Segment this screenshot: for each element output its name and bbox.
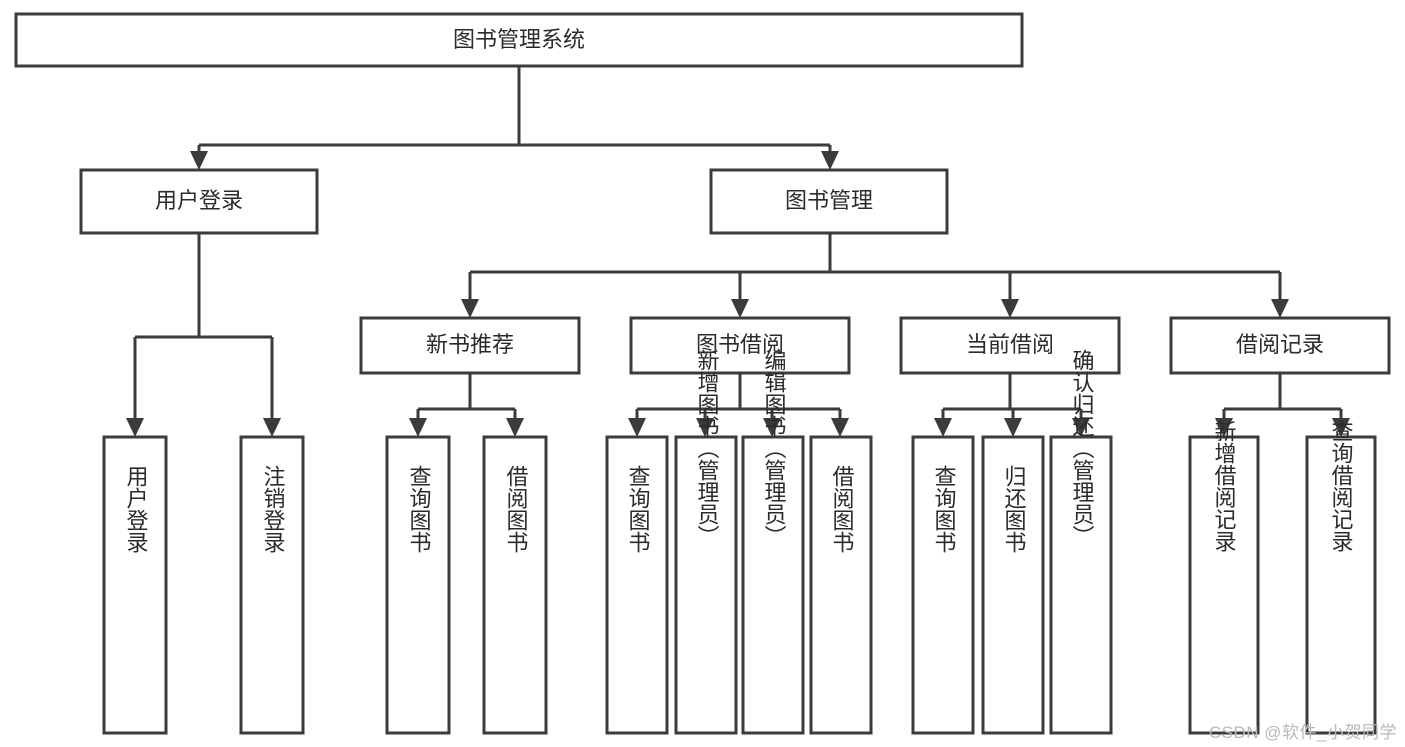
node-leaf-query-book-2[interactable]: 查询图书 [605,435,669,735]
node-leaf-query-book-1[interactable]: 查询图书 [385,435,451,735]
arrow-head-leaf-user-login [126,418,144,437]
node-borrow-record-box[interactable] [1169,316,1391,375]
node-leaf-user-login[interactable]: 用户登录 [102,435,168,735]
node-borrow-record[interactable]: 借阅记录 [1169,316,1391,375]
node-leaf-confirm-return-label: 确认归还（管理员） [1070,349,1095,547]
node-leaf-edit-book[interactable]: 编辑图书（管理员） [741,349,805,735]
node-new-book-recommend-label: 新书推荐 [426,332,514,357]
node-leaf-add-book-label: 新增图书（管理员） [695,349,720,547]
node-leaf-query-book-2-label: 查询图书 [626,465,651,553]
arrow-head-leaf-query-book-1 [409,418,427,437]
arrow-head-leaf-borrow-book-2 [831,418,849,437]
node-new-book-recommend-box[interactable] [359,316,581,375]
node-leaf-edit-book-label: 编辑图书（管理员） [762,349,787,547]
node-leaf-return-book[interactable]: 归还图书 [981,435,1045,735]
node-user-login[interactable]: 用户登录 [79,168,319,235]
arrow-head-leaf-borrow-book-1 [506,418,524,437]
node-leaf-query-borrow-record-box[interactable] [1305,435,1377,735]
node-leaf-query-book-2-box[interactable] [605,435,669,735]
arrow-head-user-login [190,151,208,170]
csdn-watermark: CSDN @软件_小贺同学 [1208,723,1397,742]
node-root-box[interactable] [14,12,1024,68]
node-leaf-confirm-return-box[interactable] [1049,435,1113,735]
node-leaf-query-borrow-record[interactable]: 查询借阅记录 [1305,420,1377,735]
node-borrow-record-label: 借阅记录 [1236,332,1324,357]
connector-group-current-borrow [934,373,1090,437]
arrow-head-current-borrow [1001,299,1019,318]
arrow-head-leaf-return-book [1004,418,1022,437]
connector-group-book-borrow [628,373,849,437]
node-leaf-query-book-3-label: 查询图书 [932,465,957,553]
arrow-head-book-mgmt [821,151,839,170]
node-leaf-user-login-label: 用户登录 [124,465,149,553]
node-leaf-add-borrow-record-box[interactable] [1188,435,1260,735]
connector-group-new-book-rec [409,373,524,437]
arrow-head-new-book-rec [461,299,479,318]
node-leaf-borrow-book-2-box[interactable] [809,435,873,735]
node-leaf-query-book-3-box[interactable] [911,435,975,735]
node-leaf-borrow-book-1[interactable]: 借阅图书 [482,435,548,735]
arrow-head-leaf-logout [263,418,281,437]
node-leaf-return-book-box[interactable] [981,435,1045,735]
node-leaf-return-book-label: 归还图书 [1002,465,1027,553]
node-leaf-add-borrow-record[interactable]: 新增借阅记录 [1188,420,1260,735]
node-leaf-logout-label: 注销登录 [261,465,286,553]
arrow-head-book-borrow [731,299,749,318]
connector-group-root [190,66,839,170]
node-current-borrow-box[interactable] [899,316,1121,375]
node-leaf-borrow-book-1-label: 借阅图书 [504,465,529,553]
node-leaf-edit-book-box[interactable] [741,435,805,735]
node-current-borrow-label: 当前借阅 [966,332,1054,357]
node-leaf-query-borrow-record-label: 查询借阅记录 [1329,420,1354,552]
node-leaf-borrow-book-1-box[interactable] [482,435,548,735]
node-book-borrow[interactable]: 图书借阅 [629,316,851,375]
node-book-borrow-label: 图书借阅 [696,332,784,357]
node-leaf-add-book[interactable]: 新增图书（管理员） [674,349,738,735]
arrow-head-borrow-record [1271,299,1289,318]
node-root-label: 图书管理系统 [453,27,585,52]
node-leaf-add-borrow-record-label: 新增借阅记录 [1212,420,1237,552]
node-leaf-user-login-box[interactable] [102,435,168,735]
node-leaf-borrow-book-2[interactable]: 借阅图书 [809,435,873,735]
node-leaf-logout-box[interactable] [239,435,305,735]
node-leaf-query-book-3[interactable]: 查询图书 [911,435,975,735]
node-leaf-confirm-return[interactable]: 确认归还（管理员） [1049,349,1113,735]
node-current-borrow[interactable]: 当前借阅 [899,316,1121,375]
node-book-management-label: 图书管理 [785,188,873,213]
node-book-management[interactable]: 图书管理 [709,168,949,235]
connector-group-book-mgmt [461,233,1289,318]
arrow-head-leaf-query-book-2 [628,418,646,437]
arrow-head-leaf-query-book-3 [934,418,952,437]
node-book-management-box[interactable] [709,168,949,235]
connector-group-borrow-record [1215,373,1350,437]
node-leaf-query-book-1-box[interactable] [385,435,451,735]
node-new-book-recommend[interactable]: 新书推荐 [359,316,581,375]
node-book-borrow-box[interactable] [629,316,851,375]
node-leaf-add-book-box[interactable] [674,435,738,735]
node-user-login-label: 用户登录 [155,188,243,213]
node-leaf-query-book-1-label: 查询图书 [407,465,432,553]
node-leaf-logout[interactable]: 注销登录 [239,435,305,735]
node-leaf-borrow-book-2-label: 借阅图书 [830,465,855,553]
node-user-login-box[interactable] [79,168,319,235]
node-root-book-management-system[interactable]: 图书管理系统 [14,12,1024,68]
connector-group-user-login [126,233,281,437]
